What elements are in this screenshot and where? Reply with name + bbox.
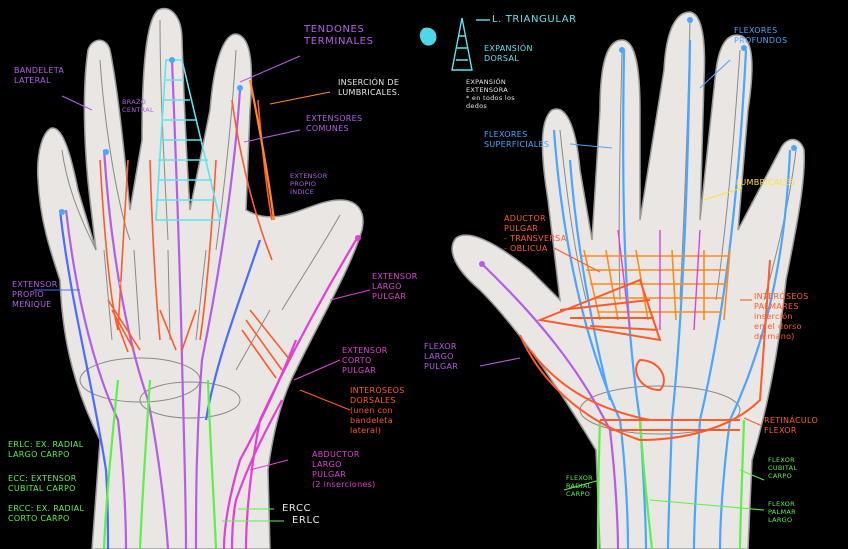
label-lumbricales: LUMBRICALES	[736, 178, 795, 188]
label-l-triangular: L. TRIANGULAR	[492, 14, 577, 26]
label-erlc: ERLC	[292, 515, 320, 527]
label-metacarpal-4: 4.º	[112, 280, 122, 288]
label-metacarpal-2: 2.º	[224, 262, 234, 270]
label-metacarpal-1: 1.º	[284, 264, 294, 272]
label-metacarpal-3: 3.º	[164, 262, 174, 270]
label-ercc: ERCC	[282, 503, 311, 515]
